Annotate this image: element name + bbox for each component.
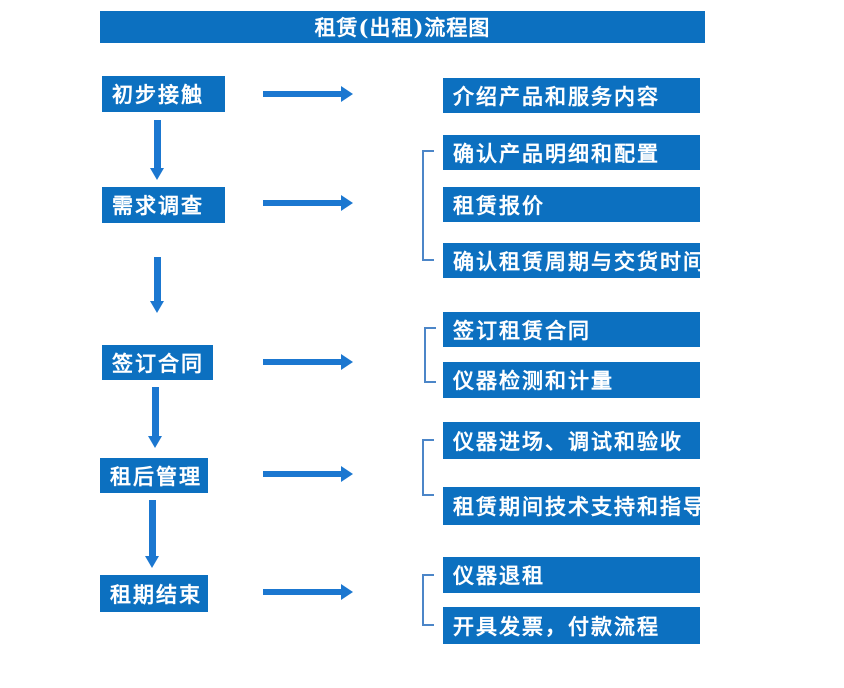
detail-box-confirm-product-details: 确认产品明细和配置 <box>443 135 700 170</box>
detail-box-instrument-testing: 仪器检测和计量 <box>443 362 700 398</box>
step-box-post-rental-management: 租后管理 <box>100 458 208 493</box>
arrow-down-icon-4 <box>145 500 159 568</box>
arrow-right-icon-4 <box>263 466 353 482</box>
detail-box-introduce-products: 介绍产品和服务内容 <box>443 78 700 113</box>
arrow-down-icon-2 <box>150 257 164 313</box>
flowchart-title: 租赁(出租)流程图 <box>100 11 705 43</box>
bracket-group-rental-end <box>422 574 434 626</box>
detail-box-instrument-return: 仪器退租 <box>443 557 700 593</box>
arrow-right-icon-1 <box>263 86 353 102</box>
detail-box-rental-quote: 租赁报价 <box>443 187 700 222</box>
arrow-right-icon-3 <box>263 354 353 370</box>
detail-box-invoice-payment: 开具发票，付款流程 <box>443 607 700 644</box>
detail-box-instrument-setup-acceptance: 仪器进场、调试和验收 <box>443 422 700 459</box>
step-box-initial-contact: 初步接触 <box>102 76 225 112</box>
step-box-rental-end: 租期结束 <box>100 575 208 612</box>
arrow-right-icon-2 <box>263 195 353 211</box>
bracket-group-sign-contract <box>424 327 436 383</box>
detail-box-confirm-period-delivery: 确认租赁周期与交货时间 <box>443 243 700 278</box>
arrow-down-icon-1 <box>150 120 164 180</box>
arrow-right-icon-5 <box>263 584 353 600</box>
step-box-sign-contract: 签订合同 <box>102 345 213 380</box>
bracket-group-post-rental <box>422 439 434 496</box>
detail-box-sign-rental-contract: 签订租赁合同 <box>443 312 700 347</box>
detail-box-technical-support: 租赁期间技术支持和指导 <box>443 487 700 525</box>
step-box-demand-survey: 需求调查 <box>102 187 225 223</box>
bracket-group-demand-survey <box>422 150 434 261</box>
arrow-down-icon-3 <box>148 387 162 448</box>
